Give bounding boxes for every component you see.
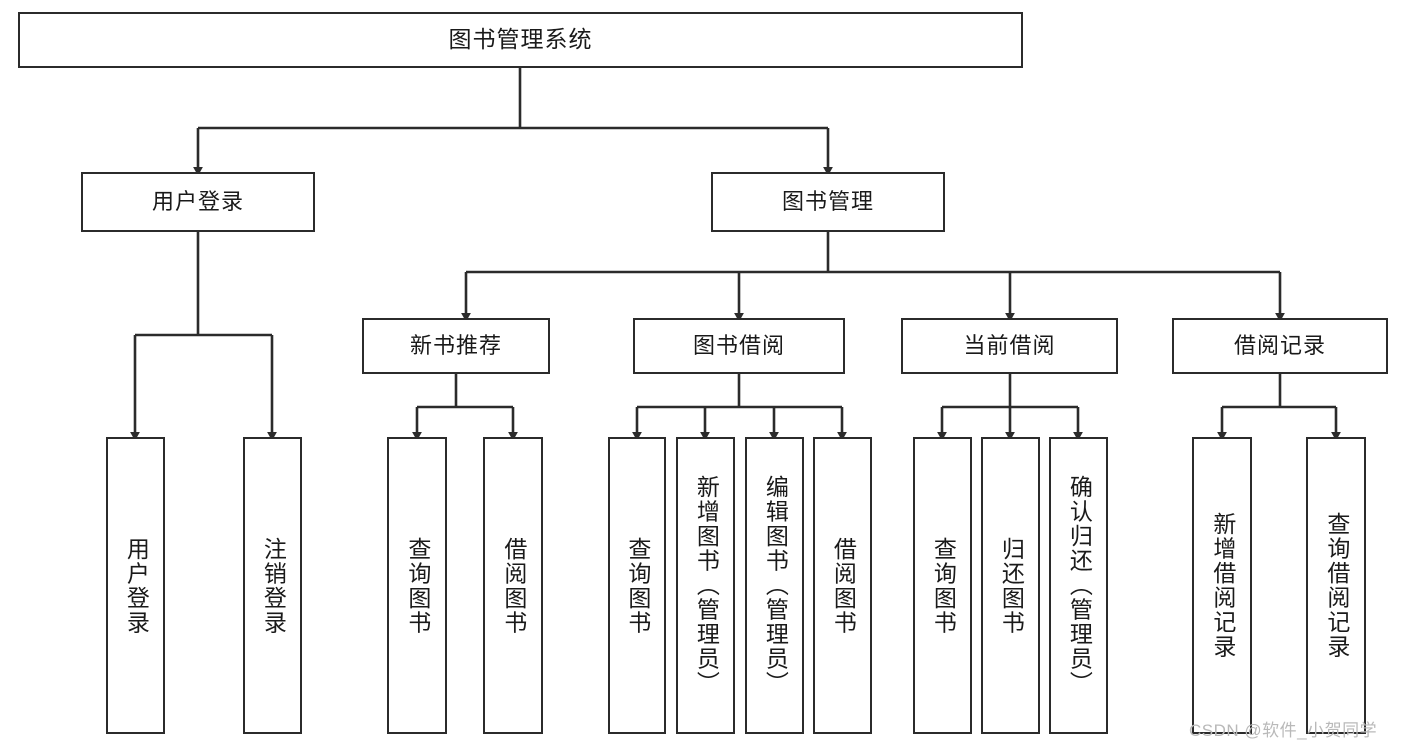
node-new-book-recommend[interactable]: 新书推荐: [362, 318, 550, 374]
node-leaf-return-book[interactable]: 归还图书: [981, 437, 1040, 734]
node-book-borrow[interactable]: 图书借阅: [633, 318, 845, 374]
node-current-borrow-label: 当前借阅: [963, 332, 1056, 358]
node-leaf-add-book-label: 新增图书（管理员）: [693, 475, 720, 696]
node-leaf-user-login-label: 用户登录: [123, 536, 150, 635]
node-leaf-logout[interactable]: 注销登录: [243, 437, 302, 734]
node-leaf-return-book-label: 归还图书: [998, 536, 1025, 635]
node-leaf-query-book-3[interactable]: 查询图书: [913, 437, 972, 734]
node-leaf-add-record-label: 新增借阅记录: [1209, 512, 1236, 659]
node-leaf-add-record[interactable]: 新增借阅记录: [1192, 437, 1252, 734]
node-borrow-record[interactable]: 借阅记录: [1172, 318, 1388, 374]
node-leaf-borrow-book-2-label: 借阅图书: [830, 536, 857, 635]
node-root[interactable]: 图书管理系统: [18, 12, 1023, 68]
node-book-management[interactable]: 图书管理: [711, 172, 945, 232]
node-leaf-confirm-return-label: 确认归还（管理员）: [1066, 475, 1093, 696]
node-user-login[interactable]: 用户登录: [81, 172, 315, 232]
node-leaf-query-book-1-label: 查询图书: [404, 536, 431, 635]
node-leaf-query-book-3-label: 查询图书: [930, 536, 957, 635]
node-current-borrow[interactable]: 当前借阅: [901, 318, 1118, 374]
node-leaf-query-book-2-label: 查询图书: [624, 536, 651, 635]
node-book-borrow-label: 图书借阅: [692, 332, 785, 358]
node-leaf-edit-book[interactable]: 编辑图书（管理员）: [745, 437, 804, 734]
node-leaf-logout-label: 注销登录: [260, 536, 287, 635]
node-leaf-user-login[interactable]: 用户登录: [106, 437, 165, 734]
node-new-book-recommend-label: 新书推荐: [409, 332, 502, 358]
node-leaf-add-book[interactable]: 新增图书（管理员）: [676, 437, 735, 734]
node-leaf-query-record-label: 查询借阅记录: [1323, 512, 1350, 659]
node-book-management-label: 图书管理: [781, 188, 874, 214]
node-leaf-query-record[interactable]: 查询借阅记录: [1306, 437, 1366, 734]
node-leaf-query-book-2[interactable]: 查询图书: [608, 437, 666, 734]
node-borrow-record-label: 借阅记录: [1233, 332, 1326, 358]
node-leaf-borrow-book-1-label: 借阅图书: [500, 536, 527, 635]
node-leaf-borrow-book-1[interactable]: 借阅图书: [483, 437, 543, 734]
node-leaf-query-book-1[interactable]: 查询图书: [387, 437, 447, 734]
node-root-label: 图书管理系统: [448, 26, 593, 53]
node-leaf-borrow-book-2[interactable]: 借阅图书: [813, 437, 872, 734]
node-leaf-confirm-return[interactable]: 确认归还（管理员）: [1049, 437, 1108, 734]
watermark-text: CSDN @软件_小贺同学: [1189, 721, 1378, 740]
node-leaf-edit-book-label: 编辑图书（管理员）: [762, 475, 789, 696]
node-user-login-label: 用户登录: [151, 188, 244, 214]
